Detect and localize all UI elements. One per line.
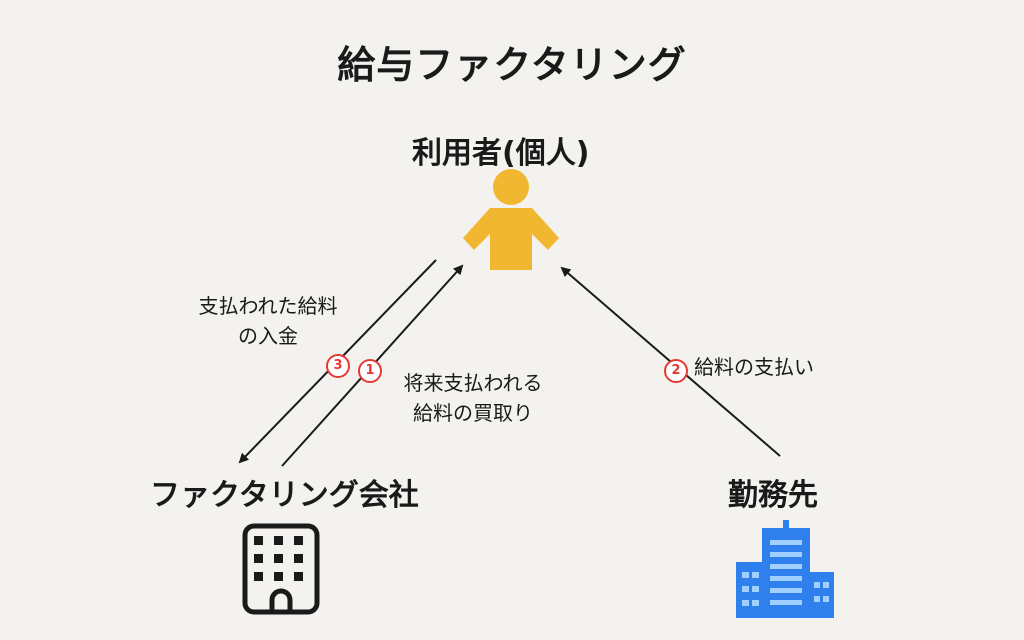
blue-building-icon: [736, 520, 834, 618]
factoring-company-label: ファクタリング会社: [150, 478, 419, 513]
paid-salary-caption-line2: の入金: [238, 324, 298, 348]
step-1-badge: 1: [358, 359, 382, 383]
paid-salary-caption-line1: 支払われた給料: [198, 294, 338, 318]
step-3-badge: 3: [326, 354, 350, 378]
diagram-title: 給与ファクタリング: [337, 43, 687, 87]
step-2-badge: 2: [664, 359, 688, 383]
purchase-caption-line2: 給料の買取り: [413, 401, 533, 425]
person-icon: [463, 169, 559, 270]
purchase-caption-line1: 将来支払われる: [403, 371, 543, 395]
user-label: 利用者(個人): [412, 136, 590, 171]
office-building-icon: [242, 523, 320, 615]
payment-caption: 給料の支払い: [694, 355, 814, 379]
purchase-caption: 将来支払われる 給料の買取り: [388, 368, 558, 428]
employer-label: 勤務先: [728, 478, 818, 513]
paid-salary-caption: 支払われた給料 の入金: [168, 291, 368, 351]
